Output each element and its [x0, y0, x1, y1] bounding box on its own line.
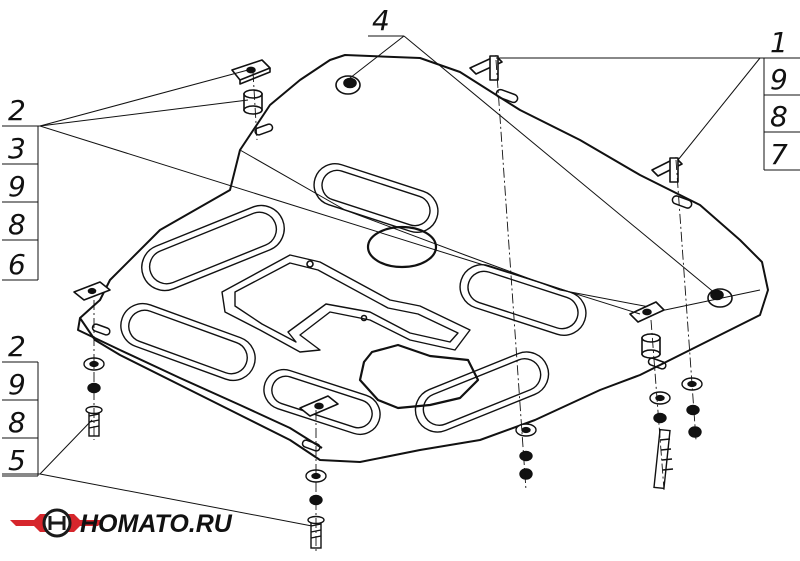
rib-1-inner	[321, 169, 431, 227]
rib-6-inner	[271, 375, 373, 429]
rib-4	[120, 302, 256, 382]
bracket-top-right-1	[469, 55, 503, 81]
callout-left-upper	[2, 125, 39, 281]
bracket-top-right-2	[651, 157, 683, 183]
lock-washer	[653, 412, 667, 424]
nut	[519, 468, 533, 480]
spacer-right	[641, 333, 661, 359]
skid-plate	[77, 54, 769, 463]
pin-hole-1	[306, 260, 314, 268]
logo-text: HOMATO.RU	[80, 510, 233, 538]
callout-number: 6	[8, 248, 26, 281]
leader-lines	[2, 35, 800, 527]
bracket-right	[629, 301, 665, 323]
rib-5	[414, 351, 550, 433]
skid-plate-rear-lip	[77, 317, 323, 449]
rib-5-inner	[422, 358, 542, 426]
spacers	[243, 89, 661, 359]
logo: HOMATO.RU	[10, 508, 233, 538]
access-hole-drain	[358, 343, 480, 410]
rib-3-inner	[467, 270, 579, 330]
skid-plate-bend-line	[239, 149, 761, 311]
callout-number: 9	[8, 368, 26, 401]
slot-left-lip	[91, 323, 111, 336]
slot-right-upper-2	[671, 195, 693, 209]
bracket-left	[73, 281, 111, 301]
callout-number: 8	[8, 406, 26, 439]
callout-number: 8	[770, 100, 788, 133]
fastener-stack-center	[515, 423, 537, 480]
access-hole-round	[366, 225, 438, 269]
slot-right-upper-1	[495, 88, 519, 104]
plate-slots	[91, 88, 693, 452]
plate-bosses	[306, 75, 733, 322]
callout-number: 5	[8, 444, 26, 477]
callout-number: 8	[8, 208, 26, 241]
skid-plate-outline	[79, 54, 769, 463]
rib-center-zigzag	[221, 254, 471, 353]
callout-number: 2	[8, 330, 26, 363]
bracket-bottom	[299, 395, 339, 417]
rib-1	[313, 163, 439, 233]
lock-washer	[686, 404, 700, 416]
callout-number: 9	[8, 170, 26, 203]
boss-top-left	[335, 75, 361, 95]
rib-2-inner	[148, 211, 278, 285]
stiffener-ribs	[120, 163, 587, 436]
callout-number: 4	[372, 4, 390, 37]
callout-number: 3	[8, 132, 26, 165]
boss-top-left-hole	[343, 77, 357, 89]
rib-4-inner	[128, 309, 248, 375]
callout-number: 9	[770, 63, 788, 96]
bracket-top-left	[231, 59, 271, 85]
fastener-stack-far-right	[681, 377, 703, 438]
slot-left-upper	[254, 123, 274, 136]
callout-number: 1	[770, 26, 788, 59]
brackets	[73, 55, 683, 417]
callout-number: 7	[770, 138, 788, 171]
slot-bottom-lip	[301, 439, 321, 452]
logo-emblem-icon	[10, 508, 104, 538]
pin-hole-2	[360, 314, 368, 322]
fastener-stack-right	[649, 391, 674, 490]
callout-top-right	[763, 57, 800, 171]
rib-2	[141, 204, 285, 292]
callout-top-center: 4	[372, 4, 390, 37]
boss-right	[707, 288, 733, 308]
rib-6	[263, 368, 381, 436]
axis-lines	[93, 59, 697, 552]
callout-number: 2	[8, 94, 26, 127]
lock-washer	[519, 450, 533, 462]
spacer-top-left	[243, 89, 263, 115]
rib-center-zigzag-inner	[234, 262, 459, 343]
slot-right-mid	[647, 357, 667, 370]
long-bolt	[653, 428, 674, 490]
callout-left-lower	[2, 361, 39, 477]
